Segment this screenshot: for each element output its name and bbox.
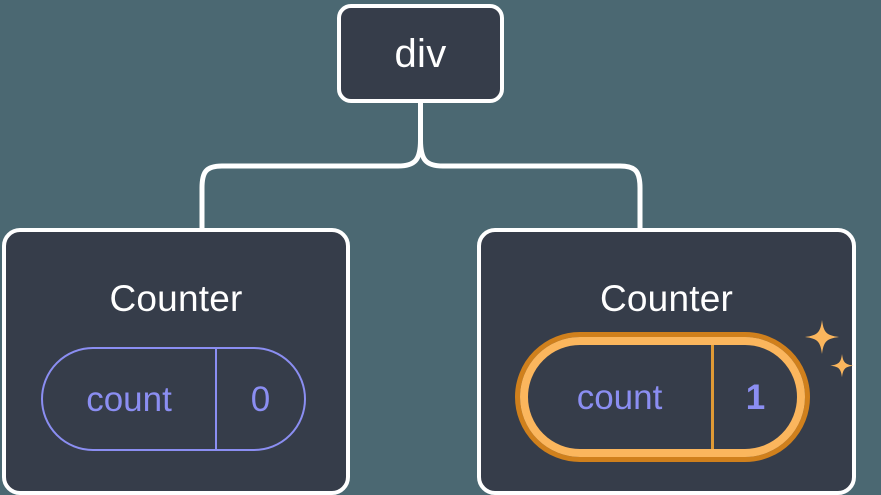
state-value-left: 0	[250, 379, 271, 419]
state-pill-right[interactable]: count 1	[520, 337, 805, 457]
node-div[interactable]: div	[337, 4, 504, 103]
node-counter-right-title: Counter	[599, 278, 734, 319]
node-counter-left-title: Counter	[109, 278, 243, 319]
state-key-right: count	[528, 345, 714, 449]
node-div-label: div	[394, 31, 447, 76]
state-pill-left-wrapper: count 0	[41, 347, 306, 451]
state-pill-left[interactable]: count 0	[41, 347, 306, 451]
state-key-left: count	[43, 349, 217, 449]
state-pill-right-highlight-ring: count 1	[515, 332, 810, 462]
state-value-right: 1	[745, 377, 766, 417]
connector-branch-left	[199, 137, 423, 231]
connector-branch-right	[418, 137, 643, 231]
state-pill-right-wrapper: count 1	[515, 332, 810, 462]
